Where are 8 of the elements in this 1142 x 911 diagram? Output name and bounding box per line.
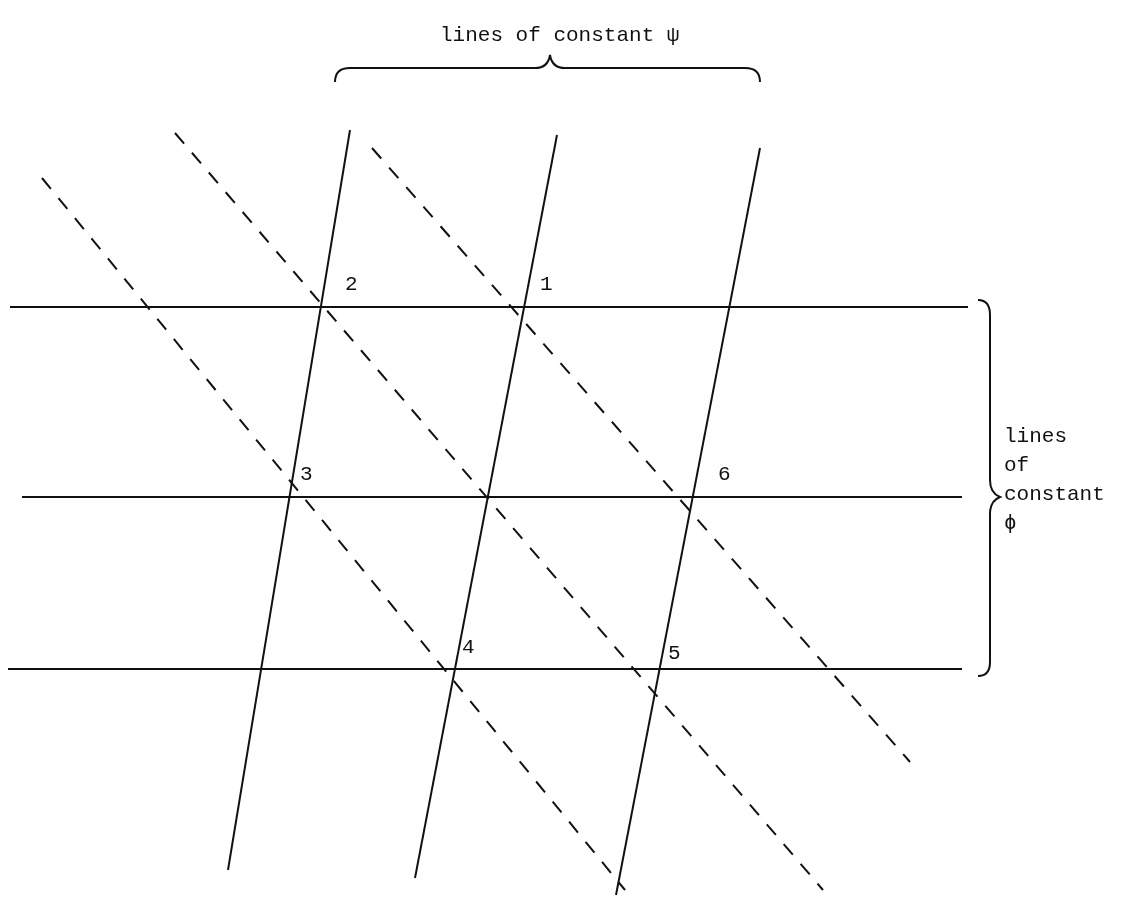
point-number: 4 (462, 635, 476, 661)
point-number: 2 (345, 272, 359, 298)
axis-label: lines of constant ψ (440, 23, 681, 49)
point-number: 1 (540, 272, 554, 298)
point-number: 3 (300, 462, 314, 488)
point-number: 5 (668, 641, 682, 667)
point-number: 6 (718, 462, 732, 488)
axis-label: lines of constant ϕ (1004, 424, 1104, 537)
